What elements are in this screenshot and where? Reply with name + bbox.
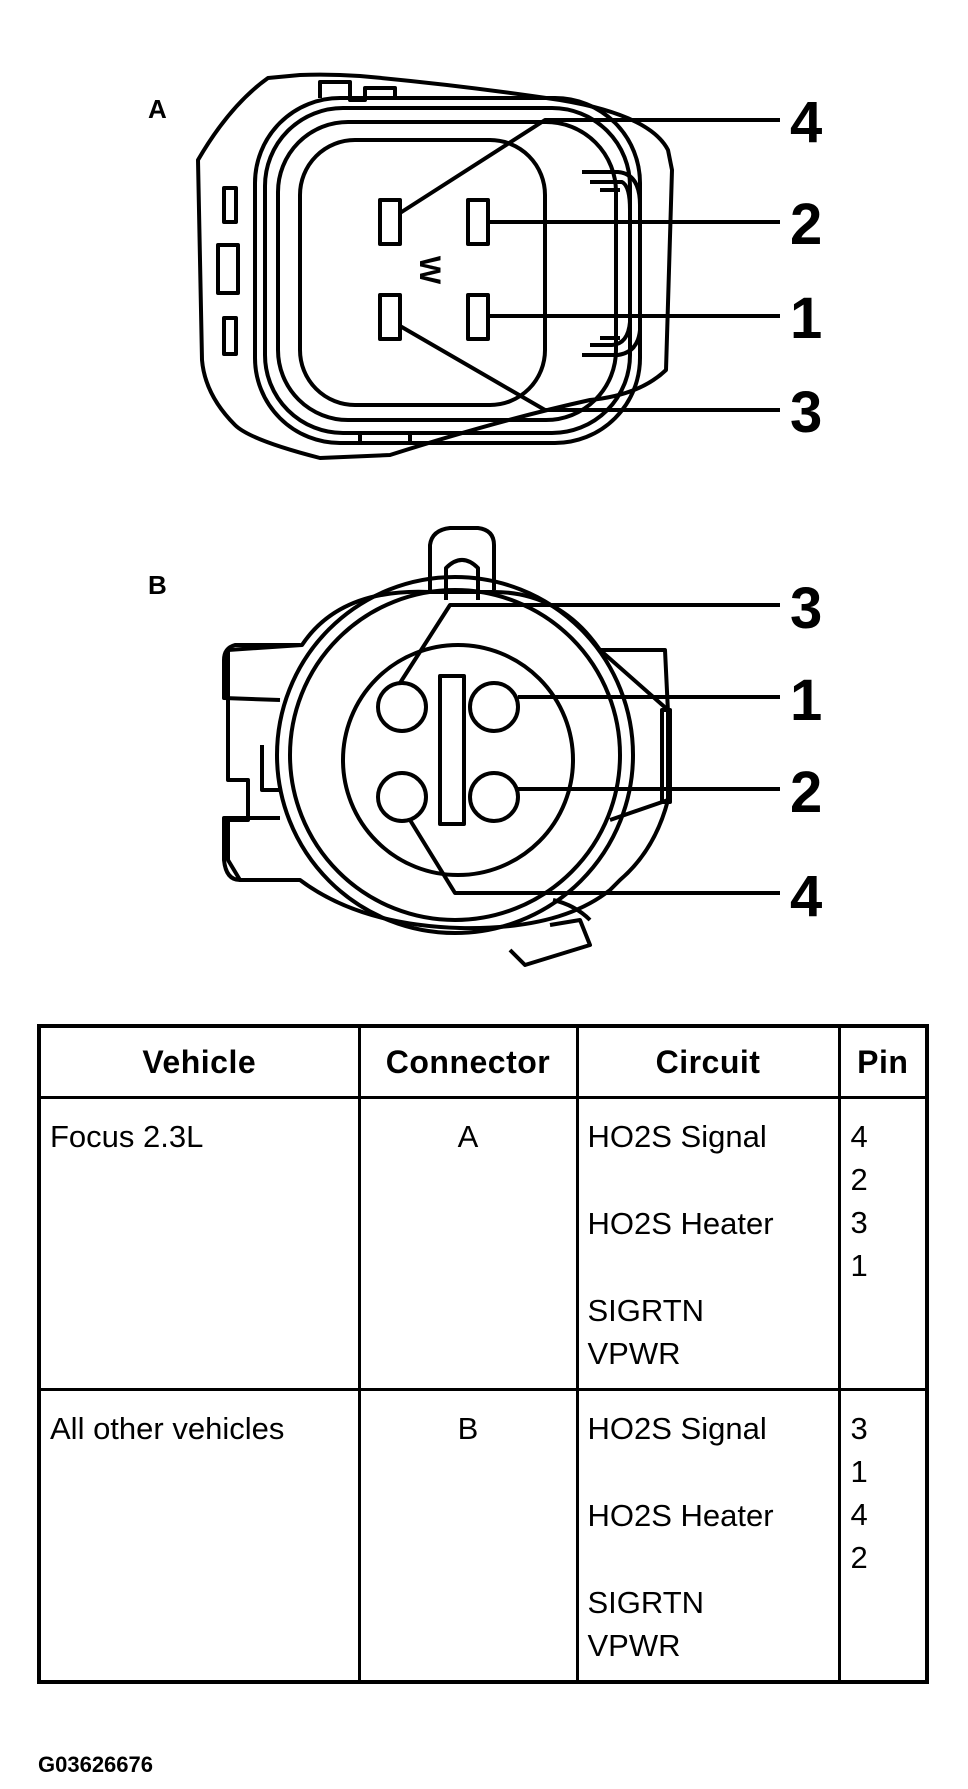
header-connector: Connector bbox=[357, 1024, 579, 1099]
vehicle-cell: All other vehicles bbox=[37, 1388, 361, 1683]
table-row: Focus 2.3L A HO2S Signal HO2S Heater SIG… bbox=[37, 1096, 929, 1391]
pin-item: 2 bbox=[850, 1162, 868, 1197]
callout-b-2: 2 bbox=[790, 760, 822, 825]
pin-cell: 4 2 3 1 bbox=[837, 1096, 929, 1391]
connector-b-label: B bbox=[148, 570, 167, 600]
pin-item: 3 bbox=[850, 1205, 868, 1240]
connector-cell: A bbox=[357, 1096, 579, 1391]
callout-b-1: 1 bbox=[790, 668, 822, 733]
callout-b-4: 4 bbox=[790, 864, 822, 929]
callout-b-3: 3 bbox=[790, 576, 822, 641]
pin-item: 1 bbox=[850, 1454, 868, 1489]
callout-a-2: 2 bbox=[790, 192, 822, 257]
connector-cell: B bbox=[357, 1388, 579, 1683]
callout-a-3: 3 bbox=[790, 380, 822, 445]
terminal-mark: W bbox=[413, 256, 446, 285]
table-row: All other vehicles B HO2S Signal HO2S He… bbox=[37, 1388, 929, 1683]
vehicle-cell: Focus 2.3L bbox=[37, 1096, 361, 1391]
pin-item: 3 bbox=[850, 1411, 868, 1446]
circuit-item: HO2S Signal bbox=[587, 1119, 767, 1154]
circuit-item: VPWR bbox=[587, 1336, 681, 1371]
header-vehicle: Vehicle bbox=[37, 1024, 361, 1099]
pinout-table: Vehicle Connector Circuit Pin Focus 2.3L… bbox=[37, 1024, 929, 1684]
connector-a-label: A bbox=[148, 94, 167, 124]
circuit-item: HO2S Signal bbox=[587, 1411, 767, 1446]
callout-a-1: 1 bbox=[790, 286, 822, 351]
circuit-item: HO2S Heater bbox=[587, 1498, 774, 1533]
callout-a-4: 4 bbox=[790, 90, 822, 155]
header-pin: Pin bbox=[837, 1024, 929, 1099]
pin-item: 4 bbox=[850, 1497, 868, 1532]
circuit-cell: HO2S Signal HO2S Heater SIGRTN VPWR bbox=[575, 1096, 841, 1391]
circuit-item: VPWR bbox=[587, 1628, 681, 1663]
circuit-item: HO2S Heater bbox=[587, 1206, 774, 1241]
circuit-item: SIGRTN bbox=[587, 1293, 705, 1328]
connector-b-diagram: 3 1 2 4 bbox=[222, 526, 822, 967]
pin-cell: 3 1 4 2 bbox=[837, 1388, 929, 1683]
table-header-row: Vehicle Connector Circuit Pin bbox=[37, 1024, 929, 1099]
circuit-item: SIGRTN bbox=[587, 1585, 705, 1620]
header-circuit: Circuit bbox=[575, 1024, 841, 1099]
pin-item: 4 bbox=[850, 1119, 868, 1154]
connector-a-diagram: W 4 2 1 3 bbox=[196, 72, 822, 460]
circuit-cell: HO2S Signal HO2S Heater SIGRTN VPWR bbox=[575, 1388, 841, 1683]
pin-item: 1 bbox=[850, 1248, 868, 1283]
pin-item: 2 bbox=[850, 1540, 868, 1575]
figure-code: G03626676 bbox=[38, 1752, 153, 1777]
